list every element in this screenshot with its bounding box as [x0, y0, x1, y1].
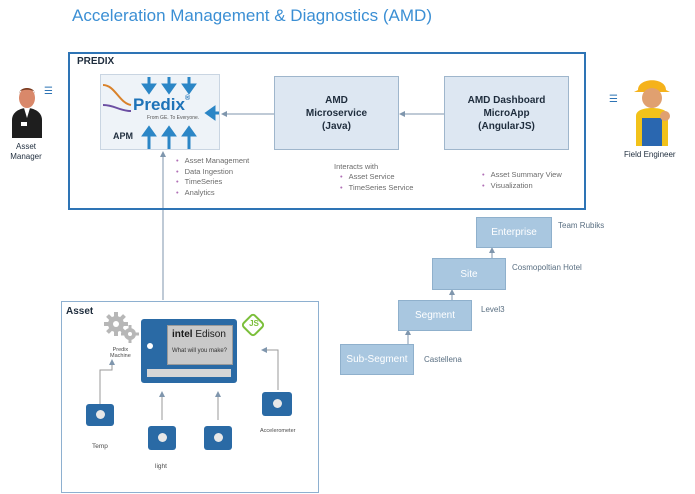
- hierarchy-subsegment-box[interactable]: Sub-Segment: [340, 344, 414, 375]
- apm-bullet-list: Asset Management Data Ingestion TimeSeri…: [176, 156, 250, 199]
- gear-icon: [104, 312, 139, 343]
- predix-logo-tagline: From GE. To Everyone.: [147, 115, 200, 121]
- hierarchy-segment-text: Segment: [414, 310, 456, 321]
- asset-frame-label: Asset: [66, 306, 94, 317]
- hierarchy-segment-box[interactable]: Segment: [398, 300, 472, 331]
- hierarchy-enterprise-box[interactable]: Enterprise: [476, 217, 552, 248]
- predix-machine-label: Predix Machine: [110, 347, 131, 359]
- predix-logo: Predix®: [133, 95, 190, 115]
- intel-logo-text: intel: [172, 329, 193, 340]
- person-icon: [12, 88, 42, 138]
- nodejs-badge-text: JS: [249, 319, 259, 328]
- amd-microservice-text: AMD Microservice (Java): [305, 94, 368, 132]
- edison-board[interactable]: intel Edison What will you make?: [141, 319, 237, 383]
- amd-microservice-box[interactable]: AMD Microservice (Java): [274, 76, 399, 150]
- list-item: Asset Management: [176, 156, 250, 167]
- list-item: TimeSeries Service: [340, 183, 414, 194]
- sensor-light-label: light: [155, 463, 167, 470]
- sensor-temp-label: Temp: [92, 443, 108, 450]
- edison-module: intel Edison What will you make?: [167, 325, 233, 365]
- list-item: Data Ingestion: [176, 167, 249, 178]
- sensor-accelerometer[interactable]: [262, 392, 292, 416]
- list-icon: ☰: [44, 86, 53, 97]
- list-icon: ☰: [609, 94, 618, 105]
- arrow-sensor-temp: [99, 359, 115, 404]
- apm-arrows-graphic: [102, 77, 219, 149]
- hierarchy-site-box[interactable]: Site: [432, 258, 506, 290]
- list-item: Asset Summary View: [482, 170, 562, 181]
- list-item: Asset Service: [340, 172, 413, 183]
- amd-dashboard-box[interactable]: AMD Dashboard MicroApp (AngularJS): [444, 76, 569, 150]
- sensor-temp[interactable]: [86, 404, 114, 426]
- sensor-light-1[interactable]: [148, 426, 176, 450]
- predix-logo-text: Predix: [133, 95, 185, 114]
- hierarchy-subsegment-label: Castellena: [424, 355, 462, 364]
- field-engineer-actor[interactable]: ☰ Field Engineer: [606, 74, 692, 164]
- predix-frame: [68, 52, 586, 210]
- hierarchy-site-label: Cosmopoltian Hotel: [512, 263, 582, 272]
- asset-frame: [61, 301, 319, 493]
- board-hole-icon: [147, 343, 153, 349]
- asset-manager-label: Asset Manager: [10, 142, 42, 161]
- arrow-sensor-accel: [261, 347, 279, 390]
- asset-manager-actor[interactable]: ☰ Asset Manager: [4, 86, 54, 168]
- list-item: Analytics: [176, 188, 249, 199]
- page-title: Acceleration Management & Diagnostics (A…: [72, 6, 432, 25]
- hierarchy-subsegment-text: Sub-Segment: [346, 354, 408, 365]
- apm-block[interactable]: Predix® From GE. To Everyone. APM: [100, 74, 220, 150]
- microservice-bullet-list: Asset Service TimeSeries Service: [340, 172, 414, 194]
- edison-label: Edison: [195, 329, 226, 340]
- sensor-accelerometer-label: Accelerometer: [260, 428, 296, 434]
- dashboard-bullet-list: Asset Summary View Visualization: [482, 170, 562, 191]
- predix-frame-label: PREDIX: [77, 56, 115, 67]
- edison-tagline: What will you make?: [172, 348, 228, 354]
- list-item: TimeSeries: [176, 177, 249, 188]
- field-engineer-label: Field Engineer: [624, 150, 676, 159]
- apm-label: APM: [113, 131, 133, 141]
- board-pins: [147, 369, 231, 377]
- hierarchy-enterprise-label: Team Rubiks: [558, 221, 605, 230]
- interacts-with-label: Interacts with: [334, 162, 379, 171]
- worker-icon: [634, 80, 670, 146]
- hierarchy-segment-label: Level3: [481, 305, 505, 314]
- intel-logo: intel Edison: [172, 329, 226, 340]
- amd-dashboard-text: AMD Dashboard MicroApp (AngularJS): [467, 94, 546, 132]
- hierarchy-enterprise-text: Enterprise: [491, 227, 537, 238]
- predix-logo-trademark: ®: [184, 95, 191, 102]
- sensor-light-2[interactable]: [204, 426, 232, 450]
- list-item: Visualization: [482, 181, 562, 192]
- hierarchy-site-text: Site: [460, 268, 478, 280]
